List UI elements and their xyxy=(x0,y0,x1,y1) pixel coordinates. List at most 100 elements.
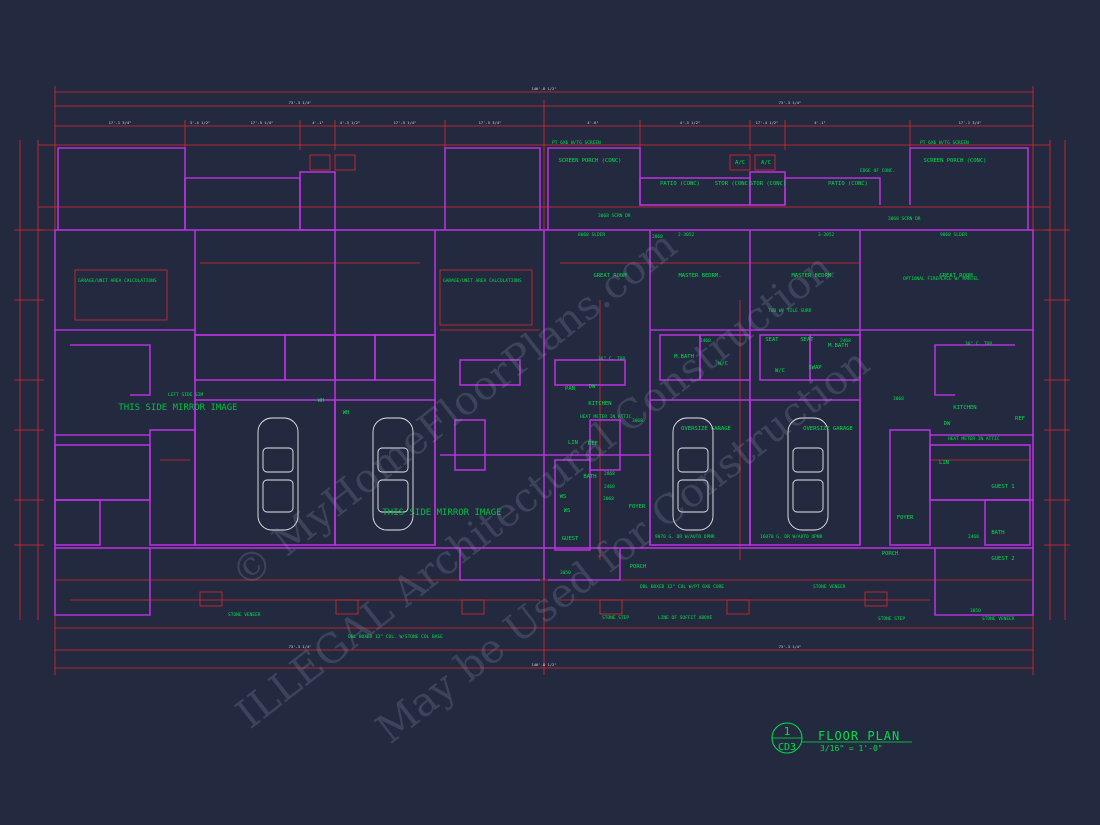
dim-seg: 4'-1" xyxy=(814,120,825,125)
wic-label: W/C xyxy=(718,361,728,367)
bottom-right-dimension: 73'-3 1/4" xyxy=(779,644,802,649)
master-bath-label: M.BATH xyxy=(828,343,848,349)
screen-porch-label: SCREEN PORCH (CONC) xyxy=(924,158,987,164)
great-room-label: GREAT ROOM xyxy=(593,273,627,279)
door-8068: 8068 SLDER xyxy=(578,232,605,238)
left-side-note: LEFT SIDE SIM xyxy=(168,392,204,398)
wic-label: W/C xyxy=(775,368,785,374)
tub-note: TUB W/ TILE SURR xyxy=(768,308,812,314)
counter-top-note: 36" C. TOP xyxy=(965,341,992,347)
mirror-label-left: THIS SIDE MIRROR IMAGE xyxy=(118,403,237,413)
kitchen-label: KITCHEN xyxy=(953,405,976,411)
porch-label: PORCH xyxy=(630,564,647,570)
oversize-garage-label: OVERSIZE GARAGE xyxy=(803,426,853,432)
door-3068: 3068 xyxy=(603,496,614,502)
dim-seg: 17'-1 3/4" xyxy=(109,120,132,125)
heat-meter-note: HEAT METER IN ATTIC xyxy=(580,414,632,420)
area-calc-note: GARAGE/UNIT AREA CALCULATIONS xyxy=(443,278,522,284)
bottom-overall-dimension: 146'-8 1/2" xyxy=(531,662,556,667)
garage-door-note: 9070 G. DR W/AUTO OPNR xyxy=(655,534,715,540)
fixtures xyxy=(74,154,888,615)
window-3050: 3050 xyxy=(560,570,571,576)
seat-label: SEAT xyxy=(800,337,814,343)
storage-label: STOR (CONC) xyxy=(750,181,786,187)
drawing-notes: PT 6X6 W/TG SCREEN PT 6X6 W/TG SCREEN ED… xyxy=(78,140,1015,640)
great-room-label: GREAT ROOM xyxy=(939,273,973,279)
door-3068-scrn: 3068 SCRN DR xyxy=(598,213,631,219)
screen-note: PT 6X6 W/TG SCREEN xyxy=(920,140,969,146)
detail-number: 1 xyxy=(784,725,791,738)
column-note: DBL BOXED 12" COL W/PT 6X6 CORE xyxy=(640,584,724,590)
stone-veneer-note: STONE VENEER xyxy=(982,616,1015,622)
bottom-left-dimension: 73'-3 1/4" xyxy=(289,644,312,649)
dim-seg: 4'-3 1/2" xyxy=(680,120,701,125)
overall-dimension: 146'-8 1/2" xyxy=(531,86,556,91)
stone-step-note: STONE STEP xyxy=(878,616,905,622)
screen-note: PT 6X6 W/TG SCREEN xyxy=(552,140,601,146)
sheet-number: CD3 xyxy=(778,742,796,753)
storage-label: STOR (CONC) xyxy=(715,181,751,187)
left-half-dimension: 73'-3 1/4" xyxy=(289,100,312,105)
pantry-label: PAN xyxy=(565,386,575,392)
ac-label: A/C xyxy=(761,160,771,166)
bath-label: BATH xyxy=(991,530,1004,536)
column-note: DBL BOXED 12" COL. W/STONE COL BASE xyxy=(348,634,443,640)
screen-porch-label: SCREEN PORCH (CONC) xyxy=(559,158,622,164)
ws-label: WS xyxy=(560,494,567,500)
stone-veneer-note: STONE VENEER xyxy=(228,612,261,618)
car-icon xyxy=(372,417,414,531)
ref-label: REF xyxy=(588,441,598,447)
door-3068-scrn: 3068 SCRN DR xyxy=(888,216,921,222)
patio-label: PATIO (CONC) xyxy=(660,181,700,187)
linen-label: LIN xyxy=(568,440,578,446)
dishwasher-label: DW xyxy=(589,384,596,390)
dimension-text: 146'-8 1/2" 73'-3 1/4" 73'-3 1/4" 17'-1 … xyxy=(109,86,982,667)
walls xyxy=(54,147,1034,616)
window-3052: 2-3052 xyxy=(678,232,695,238)
door-2468: 2468 xyxy=(604,484,615,490)
drawing-scale: 3/16" = 1'-0" xyxy=(820,744,883,753)
area-calc-note: GARAGE/UNIT AREA CALCULATIONS xyxy=(78,278,157,284)
foyer-label: FOYER xyxy=(629,504,646,510)
edge-of-conc-note: EDGE OF CONC. xyxy=(860,168,895,174)
car-icon xyxy=(787,417,829,531)
dim-seg: 4'-6" xyxy=(587,120,598,125)
counter-top-note: 36" C. TOP xyxy=(598,356,625,362)
window-3052: 3-3052 xyxy=(818,232,835,238)
dim-seg: 17'-1 3/4" xyxy=(959,120,982,125)
oversize-garage-label: OVERSIZE GARAGE xyxy=(681,426,731,432)
master-bedroom-label: MASTER BEDRM. xyxy=(678,273,721,279)
ref-label: REF xyxy=(1015,416,1025,422)
car-icon xyxy=(672,417,714,531)
ac-label: A/C xyxy=(735,160,745,166)
kitchen-label: KITCHEN xyxy=(588,401,611,407)
guest-label: GUEST xyxy=(562,536,579,542)
guest-2-label: GUEST 2 xyxy=(991,556,1014,562)
dim-seg: 4'-3 1/2" xyxy=(340,120,361,125)
title-block: 1 CD3 FLOOR PLAN 3/16" = 1'-0" xyxy=(771,722,912,754)
seat-label: SEAT xyxy=(765,337,779,343)
door-3068: 3068 xyxy=(893,396,904,402)
door-9068: 9068 SLDER xyxy=(940,232,967,238)
porch-label: PORCH xyxy=(882,551,899,557)
water-heater-label: WH xyxy=(318,398,325,404)
fireplace-note: OPTIONAL FIREPLACE W/ MANTEL xyxy=(903,276,979,282)
door-2468: 2468 xyxy=(700,338,711,344)
room-labels: SCREEN PORCH (CONC) SCREEN PORCH (CONC) … xyxy=(318,158,1025,570)
guest-1-label: GUEST 1 xyxy=(991,484,1014,490)
dim-seg: 17'-5 1/4" xyxy=(394,120,417,125)
water-heater-label: WH xyxy=(343,410,350,416)
door-2868: 2868 xyxy=(604,471,615,477)
door-2468: 2468 xyxy=(840,338,851,344)
dim-seg: 4'-1" xyxy=(312,120,323,125)
dim-seg: 17'-5 1/4" xyxy=(251,120,274,125)
foyer-label: FOYER xyxy=(897,515,914,521)
dim-seg: 17'-4 1/2" xyxy=(756,120,779,125)
ws-label: WS xyxy=(564,508,571,514)
window-3050: 3050 xyxy=(970,608,981,614)
dim-seg: 3'-4 1/2" xyxy=(190,120,211,125)
mirror-label-center: THIS SIDE MIRROR IMAGE xyxy=(382,508,501,518)
linen-label: LIN xyxy=(939,460,949,466)
right-half-dimension: 73'-3 1/4" xyxy=(779,100,802,105)
